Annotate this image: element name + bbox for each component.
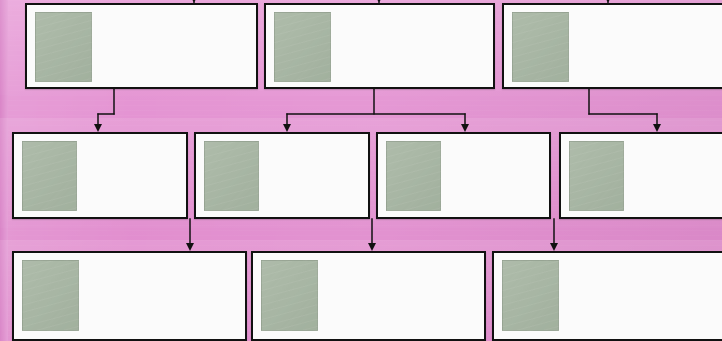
image-placeholder — [502, 260, 559, 331]
top-arrow-stub-1 — [192, 0, 196, 3]
middle-node-3 — [376, 132, 551, 219]
arrow-to-bottom-2 — [368, 243, 376, 251]
image-placeholder — [35, 12, 92, 82]
arrow-to-middle-1 — [94, 124, 102, 132]
bottom-node-2 — [251, 251, 486, 341]
arrow-to-bottom-1 — [186, 243, 194, 251]
top-arrow-stub-3 — [606, 0, 610, 3]
image-placeholder — [261, 260, 318, 331]
image-placeholder — [512, 12, 569, 82]
bottom-node-3 — [492, 251, 722, 341]
bottom-node-1 — [12, 251, 247, 341]
top-node-1 — [25, 3, 258, 89]
middle-node-2 — [194, 132, 370, 219]
arrow-to-middle-2 — [283, 124, 291, 132]
image-placeholder — [204, 141, 259, 211]
top-arrow-stub-2 — [377, 0, 381, 3]
image-placeholder — [22, 141, 77, 211]
middle-node-4 — [559, 132, 722, 219]
left-edge-strip — [0, 0, 8, 341]
arrow-to-bottom-3 — [550, 243, 558, 251]
top-node-2 — [264, 3, 495, 89]
image-placeholder — [274, 12, 331, 82]
image-placeholder — [569, 141, 624, 211]
top-node-3 — [502, 3, 722, 89]
arrow-to-middle-3 — [461, 124, 469, 132]
image-placeholder — [386, 141, 441, 211]
image-placeholder — [22, 260, 79, 331]
middle-node-1 — [12, 132, 188, 219]
arrow-to-middle-4 — [653, 124, 661, 132]
